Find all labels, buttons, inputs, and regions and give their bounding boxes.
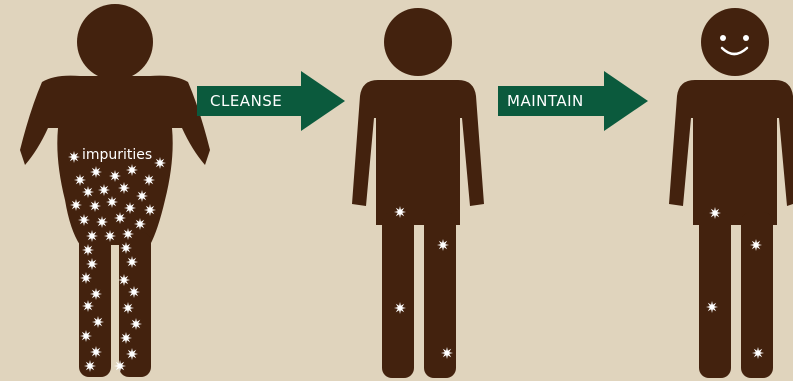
sparkle-icon <box>144 204 156 216</box>
sparkle-icon <box>82 300 94 312</box>
sparkle-icon <box>154 157 166 169</box>
sparkle-icon <box>96 216 108 228</box>
sparkle-icon <box>114 212 126 224</box>
sparkle-icon <box>82 244 94 256</box>
sparkle-icon <box>90 288 102 300</box>
sparkle-icon <box>118 182 130 194</box>
sparkle-icon <box>126 164 138 176</box>
sparkle-icon <box>68 151 80 163</box>
sparkle-icon <box>752 347 764 359</box>
sparkle-icon <box>78 214 90 226</box>
maintain-label: MAINTAIN <box>507 71 584 131</box>
sparkle-icon <box>86 258 98 270</box>
sparkle-icon <box>74 174 86 186</box>
sparkle-icon <box>104 230 116 242</box>
sparkle-icon <box>90 166 102 178</box>
sparkle-icon <box>394 302 406 314</box>
sparkle-icon <box>128 286 140 298</box>
sparkle-icon <box>86 230 98 242</box>
sparkle-icon <box>92 316 104 328</box>
sparkle-icon <box>90 346 102 358</box>
sparkle-icon <box>130 318 142 330</box>
sparkle-icon <box>136 190 148 202</box>
sparkle-icon <box>122 228 134 240</box>
sparkle-icon <box>126 348 138 360</box>
sparkle-icon <box>126 256 138 268</box>
sparkle-icon <box>394 206 406 218</box>
sparkle-icon <box>143 174 155 186</box>
sparkle-icon <box>109 170 121 182</box>
sparkle-icon <box>120 332 132 344</box>
sparkle-icon <box>122 302 134 314</box>
sparkle-icon <box>441 347 453 359</box>
impurities-label: impurities <box>82 147 152 163</box>
sparkle-icon <box>106 196 118 208</box>
sparkle-icon <box>98 184 110 196</box>
cleanse-arrow: CLEANSE <box>197 71 345 131</box>
sparkle-icon <box>82 186 94 198</box>
sparkle-icon <box>124 202 136 214</box>
sparkle-icon <box>80 272 92 284</box>
sparkle-icon <box>706 301 718 313</box>
sparkle-icon <box>89 200 101 212</box>
sparkle-icon <box>80 330 92 342</box>
sparkle-icon <box>134 218 146 230</box>
cleanse-label: CLEANSE <box>210 71 282 131</box>
sparkle-icon <box>118 274 130 286</box>
sparkle-icon <box>750 239 762 251</box>
sparkle-icon <box>120 242 132 254</box>
maintain-arrow: MAINTAIN <box>498 71 648 131</box>
sparkle-icon <box>709 207 721 219</box>
sparkle-icon <box>114 360 126 372</box>
sparkle-icon <box>70 199 82 211</box>
sparkle-icon <box>437 239 449 251</box>
sparkle-icon <box>84 360 96 372</box>
